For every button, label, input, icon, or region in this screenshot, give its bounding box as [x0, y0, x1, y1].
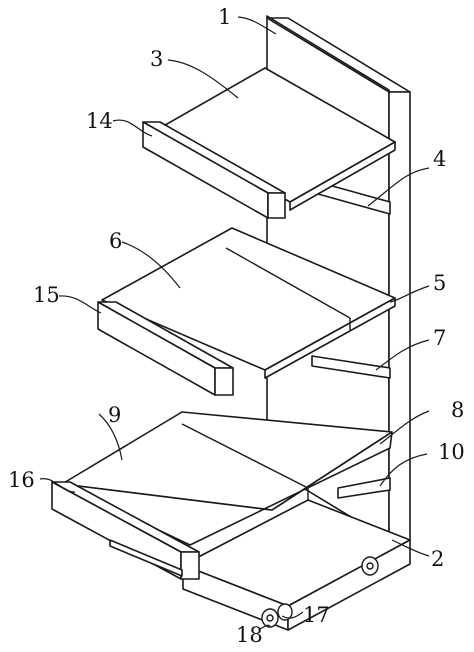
- wheels: [261, 556, 379, 628]
- label-18: 18: [236, 623, 263, 647]
- reference-numerals: 1 3 14 4 6 5 15 7 9 8 10 16 2 17 18: [8, 5, 465, 647]
- bottom-shelf: [51, 411, 393, 580]
- middle-shelf: [97, 227, 396, 396]
- label-9: 9: [108, 403, 121, 427]
- label-4: 4: [433, 147, 446, 171]
- label-15: 15: [33, 283, 60, 307]
- label-1: 1: [218, 5, 231, 29]
- label-6: 6: [109, 229, 122, 253]
- label-7: 7: [433, 326, 446, 350]
- label-16: 16: [8, 468, 35, 492]
- leader-lines: [39, 16, 430, 630]
- label-2: 2: [431, 547, 444, 571]
- label-14: 14: [86, 109, 113, 133]
- struts: [311, 181, 391, 499]
- top-shelf: [142, 67, 396, 219]
- label-17: 17: [303, 603, 330, 627]
- base-plate: [182, 499, 411, 631]
- label-3: 3: [150, 47, 163, 71]
- label-10: 10: [438, 440, 465, 464]
- label-5: 5: [433, 271, 446, 295]
- label-8: 8: [451, 398, 464, 422]
